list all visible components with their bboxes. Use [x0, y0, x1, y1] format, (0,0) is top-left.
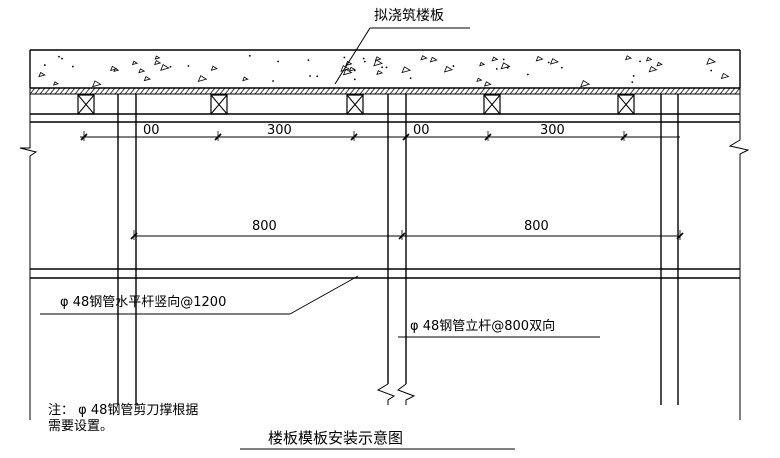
- vertical-steel-post: [117, 94, 137, 405]
- vertical-steel-post: [660, 94, 679, 405]
- dim-upper-3: 00: [413, 123, 430, 138]
- timber-joist: [617, 94, 635, 115]
- dimension-line-lower: [130, 230, 684, 240]
- leader-slab: [334, 27, 470, 85]
- vertical-steel-post: [376, 94, 416, 405]
- dim-upper-2: 300: [267, 123, 292, 138]
- timber-joists: [77, 94, 635, 115]
- dimension-tick: [402, 131, 410, 141]
- horizontal-bar-label: φ 48钢管水平杆竖向@1200: [60, 294, 226, 310]
- vertical-post-label: φ 48钢管立杆@800双向: [410, 318, 555, 334]
- diagram-caption: 楼板模板安装示意图: [268, 429, 403, 447]
- concrete-aggregate-marks: [38, 54, 730, 88]
- dimension-tick: [350, 131, 358, 141]
- slab-label: 拟浇筑楼板: [374, 8, 444, 24]
- dimension-tick: [398, 230, 406, 240]
- vertical-steel-posts: [117, 94, 679, 405]
- note-line-2: 需要设置。: [48, 419, 113, 434]
- break-line-left: [19, 50, 38, 420]
- dimension-tick: [620, 131, 628, 141]
- dim-upper-1: 00: [143, 123, 160, 138]
- note-line-1: 注： φ 48钢管剪刀撑根据: [48, 402, 198, 418]
- formwork-board: [29, 87, 741, 95]
- dimension-tick: [484, 131, 492, 141]
- formwork-hatching: [29, 87, 741, 95]
- dim-lower-1: 800: [252, 219, 277, 234]
- timber-joist: [346, 94, 364, 115]
- dimension-tick: [214, 131, 222, 141]
- break-line-right: [728, 50, 750, 420]
- timber-joist: [77, 94, 95, 115]
- horizontal-steel-bar: [30, 268, 740, 279]
- timber-joist: [483, 94, 501, 115]
- dimension-tick: [676, 230, 684, 240]
- dimension-tick: [130, 230, 138, 240]
- dim-upper-4: 300: [540, 123, 565, 138]
- top-steel-beam: [30, 113, 740, 123]
- dimension-tick: [80, 131, 88, 141]
- dimension-line-upper: [80, 131, 680, 141]
- dim-lower-2: 800: [524, 219, 549, 234]
- concrete-slab: [29, 49, 741, 89]
- leader-horizontal-bar: [40, 275, 359, 315]
- timber-joist: [210, 94, 228, 115]
